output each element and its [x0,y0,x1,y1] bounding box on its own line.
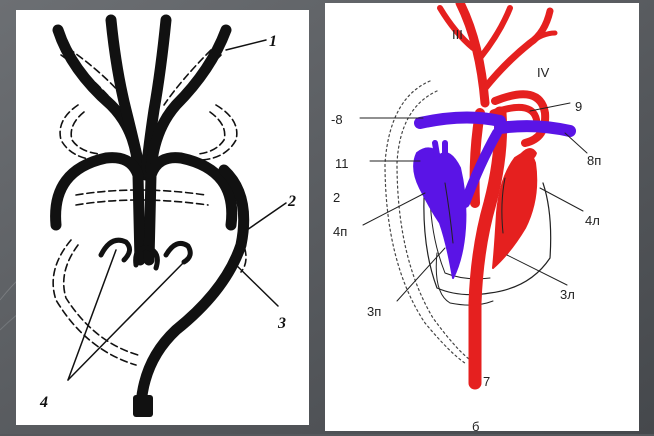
solid-vessels [56,20,244,405]
label-VI: VI [458,127,470,142]
label-2: 2 [287,193,296,210]
label-7: 7 [483,374,490,389]
aorta-end [133,395,153,417]
right-diagram-panel: III IV VI -8 9 8п 11 2 4п 4л 3п 3л 7 б [325,3,639,431]
label-4l: 4л [585,213,600,228]
label-4: 4 [39,394,48,411]
label-2: 2 [333,190,340,205]
aortic-arches-schematic: 1 2 3 4 [16,10,309,425]
heart-vessels-colored: III IV VI -8 9 8п 11 2 4п 4л 3п 3л 7 б [325,3,639,431]
label-1: 1 [269,33,277,50]
label-4p: 4п [333,224,347,239]
label-III: III [452,27,463,42]
label-8p: 8п [587,153,601,168]
label-8: -8 [331,112,343,127]
label-3: 3 [277,315,286,332]
label-9: 9 [575,99,582,114]
label-3p: 3п [367,304,381,319]
label-11: 11 [335,156,349,171]
label-IV: IV [537,65,550,80]
label-6: б [472,419,479,431]
left-diagram-panel: 1 2 3 4 [16,10,309,425]
label-3l: 3л [560,287,575,302]
